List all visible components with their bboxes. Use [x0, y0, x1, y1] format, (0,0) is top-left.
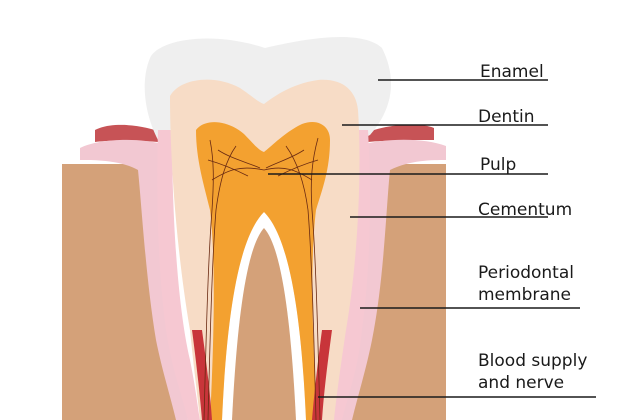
cementum-layer — [157, 130, 200, 420]
nerve-fibers — [203, 137, 321, 420]
jaw-bone-right — [348, 164, 446, 420]
label-dentin: Dentin — [478, 107, 535, 127]
label-blood-line1: Blood supply — [478, 351, 588, 371]
label-enamel: Enamel — [480, 62, 544, 82]
label-blood-supply-nerve: Blood supply and nerve — [478, 350, 587, 394]
leader-lines — [268, 79, 596, 398]
jaw-bone-left — [62, 164, 180, 420]
root-divider-bone — [232, 228, 296, 420]
label-periodontal-line2: membrane — [478, 285, 572, 305]
label-periodontal-line1: Periodontal — [478, 263, 574, 283]
blood-vessel-left — [192, 330, 212, 420]
gum-top-right — [368, 124, 434, 142]
label-pulp: Pulp — [480, 155, 517, 175]
pulp-chamber — [196, 122, 330, 420]
gum-top-left — [95, 124, 160, 142]
enamel-crown — [144, 37, 392, 141]
cementum-layer-right — [330, 130, 370, 420]
blood-vessel-right — [312, 330, 332, 420]
label-blood-line2: and nerve — [478, 373, 565, 393]
label-periodontal-membrane: Periodontal membrane — [478, 262, 574, 306]
label-cementum: Cementum — [478, 200, 573, 220]
